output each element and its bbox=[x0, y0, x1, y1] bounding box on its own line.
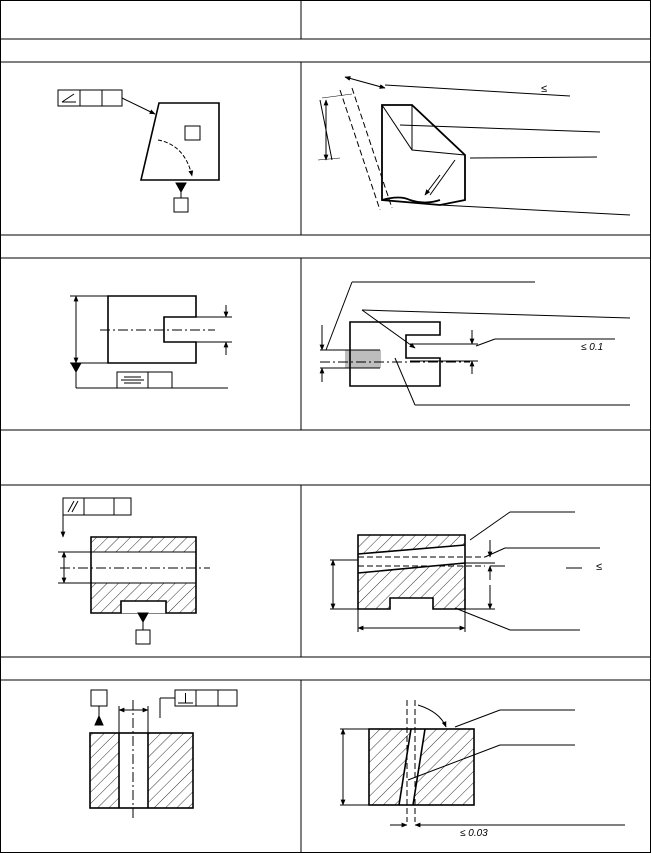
perpendicularity-callout-drawing bbox=[89, 689, 238, 818]
parallelism-le-symbol: ≤ bbox=[596, 561, 602, 573]
angularity-callout-drawing bbox=[57, 89, 220, 213]
angularity-interpretation bbox=[317, 76, 631, 216]
parallelism-callout-drawing bbox=[58, 497, 210, 645]
angularity-le-symbol: ≤ bbox=[541, 83, 547, 95]
parallelism-interpretation bbox=[330, 511, 600, 632]
symmetry-callout-drawing bbox=[70, 295, 232, 389]
symmetry-interpretation bbox=[319, 281, 631, 406]
symmetry-tolerance-value: ≤ 0.1 bbox=[581, 342, 603, 353]
perpendicularity-interpretation bbox=[340, 700, 625, 828]
perpendicularity-tolerance-value: ≤ 0.03 bbox=[460, 828, 488, 839]
